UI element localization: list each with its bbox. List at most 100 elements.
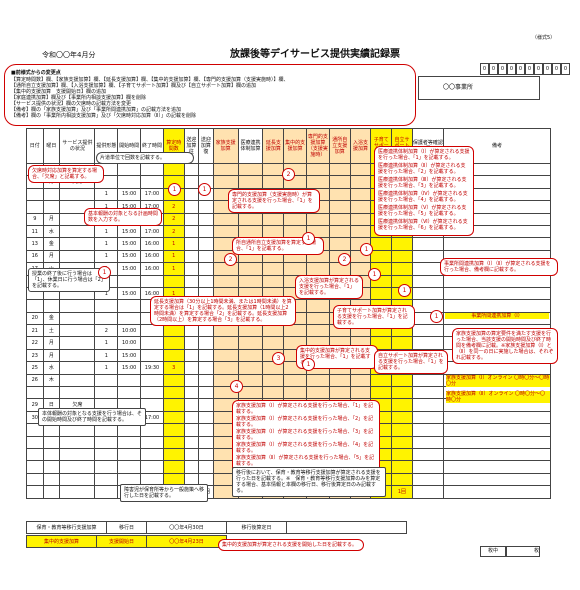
cell-h [162,472,185,487]
cell-e: 19:30 [140,361,164,375]
cell-h [162,447,185,462]
cell [328,162,351,177]
post-transition-label: 移行後算定日 [226,520,287,535]
cell [262,336,285,350]
cell [411,398,444,412]
cell-s: 10:00 [117,324,142,338]
cell [212,336,239,350]
cell [349,200,372,214]
cell-w: 土 [42,324,61,338]
cell-f: 1 [94,336,119,350]
column-header: 集中的支援加算 [283,128,308,164]
medical-line: 医療連携体制加算（Ⅰ）が算定される支援を行った場合、「1」を記載する。 [378,149,470,161]
cell-f: 1 [94,348,119,363]
notes-line: 【家庭連携加算】欄及び【事業所内相談支援加算】欄を削除 [11,95,147,101]
cell [262,274,285,288]
transition-label: 保育・教育等移行支援加算 [26,520,107,535]
cell [283,324,308,338]
cell-s [117,373,142,388]
cell [442,274,552,288]
cell-h: 1 [162,249,185,264]
cell [198,212,214,226]
cell-h [162,336,185,350]
cell-s: 15:00 [117,286,142,301]
recipient-number-digit: 0 [552,63,561,75]
cell-d [26,460,44,474]
cell [198,373,214,388]
cell [237,212,264,226]
cell-d: 11 [26,224,44,239]
cell [349,187,372,202]
cell [391,460,413,474]
cell-h: 2 [162,200,185,214]
cell [349,224,372,239]
cell-st [59,435,96,450]
cell [198,162,214,177]
cell [349,373,372,388]
callout-plan-hours: 基本報酬の対象となる計画時間数を入力する。 [84,208,162,226]
cell [183,224,200,239]
cell-w: 月 [42,348,61,363]
cell [411,485,444,499]
numbered-marker: 1 [198,183,211,196]
cell [198,435,214,450]
cell-h: 3 [162,361,185,375]
cell [262,162,285,177]
callout-transition: 移行後において、保育・教育等移行支援加算が算定される支援を行った日を記載する。※… [232,467,386,497]
cell [198,386,214,400]
cell [411,262,444,276]
cell [183,274,200,288]
cell [198,336,214,350]
callout-bath: 入浴支援加算が算定される支援を行った場合、「1」を記載する。 [295,275,363,299]
cell-d: 25 [26,361,44,375]
cell-st [59,447,96,462]
numbered-marker: 2 [224,253,237,266]
cell-s [117,447,142,462]
cell [183,386,200,400]
cell-st [59,324,96,338]
cell-e: 16:00 [140,237,164,251]
cell-d: 9 [26,212,44,226]
cell-w [42,187,61,202]
cell-f [94,386,119,400]
cell [328,386,351,400]
cell-f: 1 [94,224,119,239]
cell [411,435,444,450]
cell [370,286,393,301]
cell-e [140,435,164,450]
cell [411,249,444,264]
recipient-number-digit: 0 [534,63,543,75]
cell [411,423,444,437]
cell-e [140,324,164,338]
cell-f [94,299,119,313]
cell [391,373,413,388]
cell [391,249,413,264]
cell [391,398,413,412]
callout-family: 家族支援加算（Ⅰ）が算定される支援を行った場合、「1」を記載する。家族支援加算（… [232,400,380,480]
cell [183,398,200,412]
cell-d: 26 [26,373,44,388]
cell [237,348,264,363]
recipient-number-digit: 0 [543,63,552,75]
cell-w [42,435,61,450]
cell-e: 16:00 [140,262,164,276]
cell-w: 月 [42,336,61,350]
cell [442,299,552,313]
cell-w [42,386,61,400]
notes-line: 【サービス提供の状況】欄の欠席時の記載方法を変更 [11,101,132,107]
medical-line: 医療連携体制加算（Ⅱ）が算定される支援を行った場合、「2」を記載する。 [378,163,466,175]
cell-st [59,311,96,326]
intensive-start-table: 集中的支援加算 支援開始日 〇〇年4月23日 [26,534,227,549]
cell [183,410,200,425]
cell [411,237,444,251]
cell-d [26,435,44,450]
cell [183,237,200,251]
cell [283,373,308,388]
cell [183,175,200,189]
cell-e: 16:00 [140,249,164,264]
cell [183,447,200,462]
cell [212,162,239,177]
cell [198,410,214,425]
callout-transport: 片道単位で回数を記載する。 [96,152,194,164]
